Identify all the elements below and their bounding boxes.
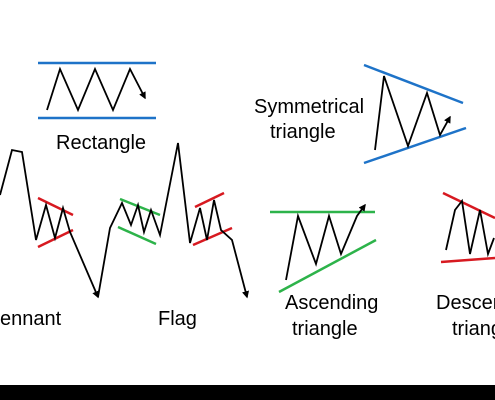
pennant-label: ennant — [0, 308, 62, 330]
descending-label-line1: Descen — [436, 292, 495, 314]
descending-price-path — [445, 198, 495, 258]
flag-label: Flag — [158, 308, 197, 330]
symmetrical-upper-line — [363, 63, 464, 105]
ascending-support-line — [278, 238, 377, 294]
diagram-canvas: Rectangle Symmetrical triangle ennant — [0, 0, 495, 385]
symmetrical-price-path — [374, 75, 451, 151]
symmetrical-label-line1: Symmetrical — [254, 96, 364, 118]
rectangle-pattern: Rectangle — [38, 61, 156, 154]
flag-green-lower-line — [117, 225, 157, 246]
symmetrical-label-line2: triangle — [270, 121, 336, 143]
flag-red-lower-line — [192, 226, 233, 247]
flag-red-upper-line — [194, 191, 225, 209]
rectangle-label: Rectangle — [56, 132, 146, 154]
flag-price-path — [97, 142, 250, 299]
symmetrical-triangle-pattern: Symmetrical triangle — [254, 63, 467, 165]
pennant-price-path — [0, 148, 100, 299]
ascending-label-line2: triangle — [292, 318, 358, 340]
pennant-pattern: ennant — [0, 148, 100, 330]
ascending-label-line1: Ascending — [285, 292, 378, 314]
chart-patterns-svg: Rectangle Symmetrical triangle ennant — [0, 61, 495, 340]
flag-pattern: Flag — [97, 142, 250, 330]
descending-resistance-line — [442, 191, 495, 220]
pennant-upper-line — [37, 196, 74, 217]
descending-triangle-pattern: Descen triang — [436, 191, 495, 340]
ascending-price-path — [285, 203, 366, 281]
ascending-triangle-pattern: Ascending triangle — [270, 203, 378, 340]
flag-green-upper-line — [119, 197, 161, 217]
descending-support-line — [440, 256, 495, 264]
rectangle-price-path — [46, 66, 146, 113]
descending-label-line2: triang — [452, 318, 495, 340]
symmetrical-lower-line — [363, 126, 467, 165]
